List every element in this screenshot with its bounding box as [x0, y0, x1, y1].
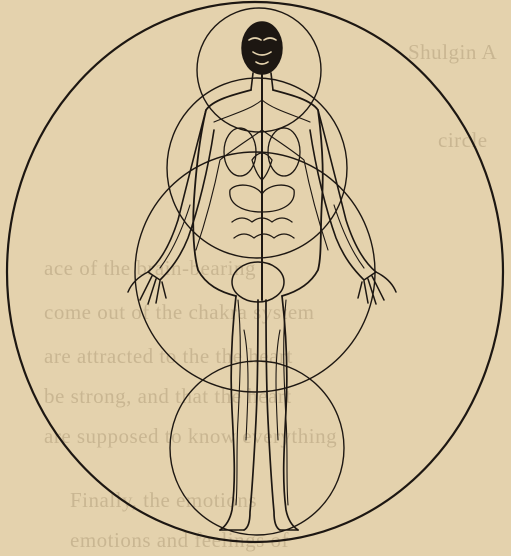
right-leg-inner: [266, 300, 280, 530]
left-leg-outer: [220, 296, 236, 530]
right-hand: [358, 272, 396, 304]
outer-aura-oval: [7, 2, 503, 542]
left-hand: [128, 272, 166, 304]
pelvis: [232, 262, 284, 302]
left-leg-inner: [244, 300, 258, 530]
right-lung: [268, 128, 300, 176]
right-arm-inner: [310, 130, 364, 280]
torso-right-outline: [273, 90, 323, 296]
head: [242, 22, 282, 74]
